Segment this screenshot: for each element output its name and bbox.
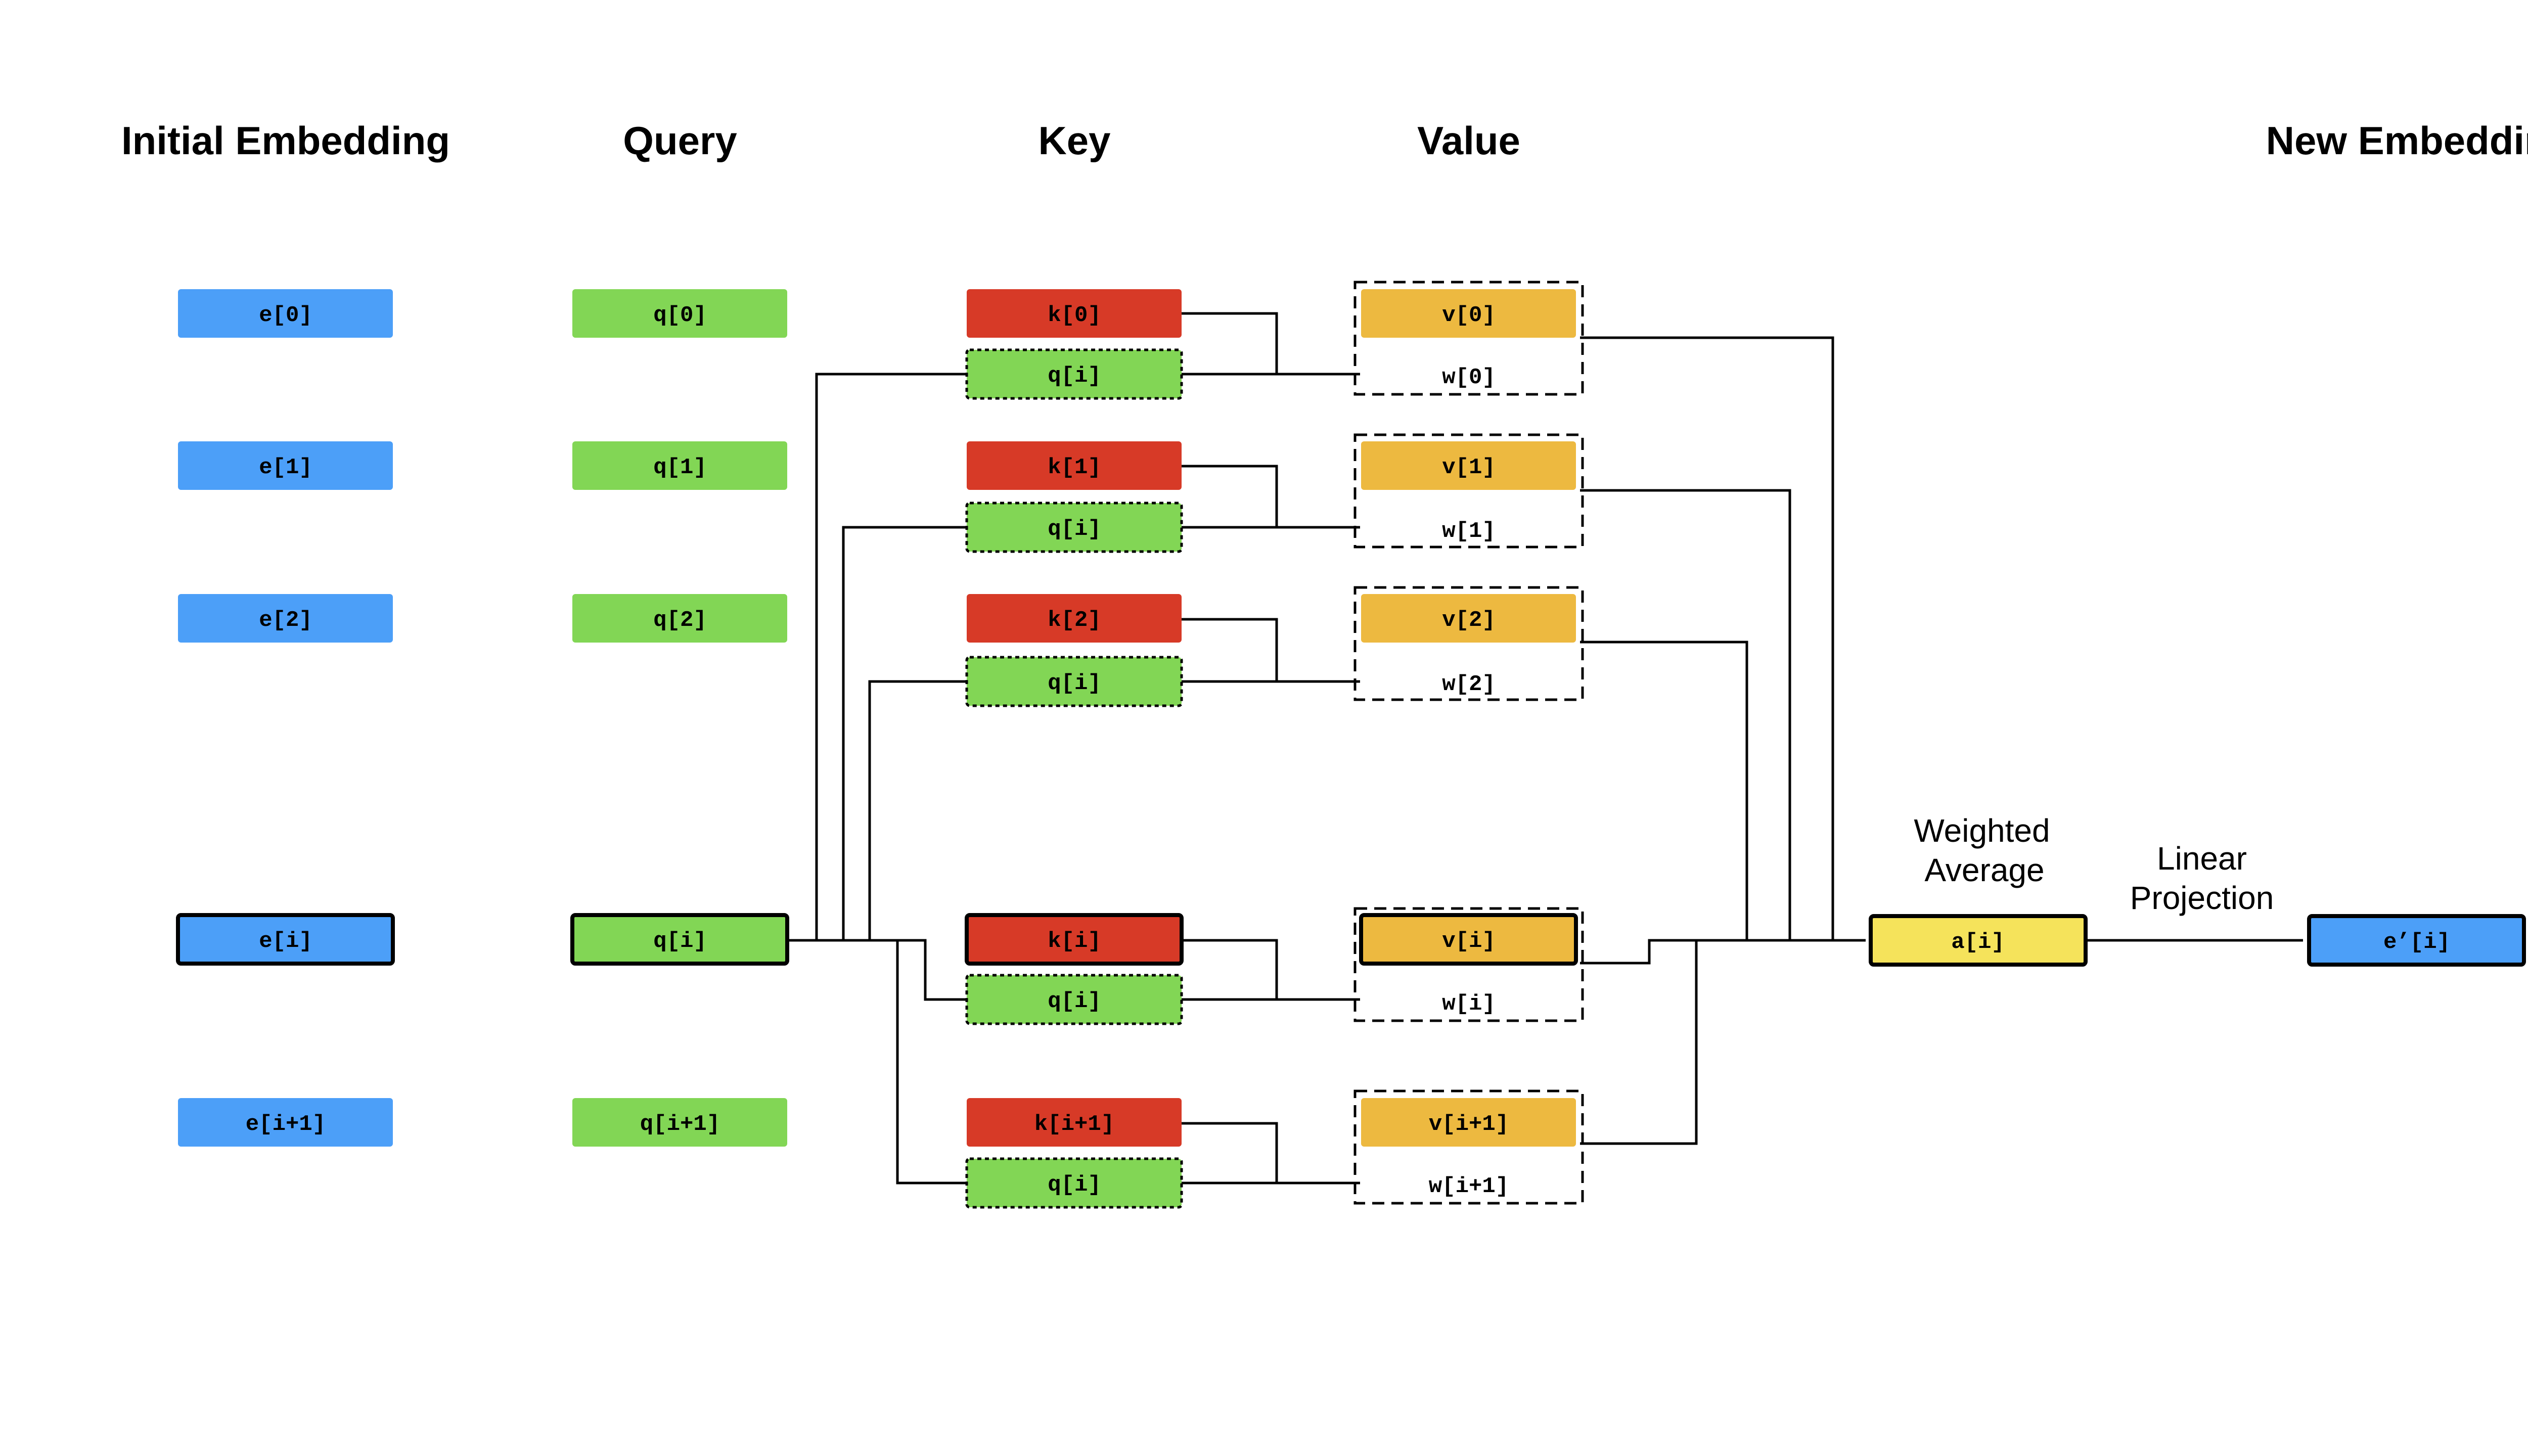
- key-query-copy-label-i: q[i]: [1048, 989, 1101, 1014]
- key-query-copy-box-1: [965, 502, 1183, 553]
- value-label-1: v[1]: [1442, 455, 1496, 480]
- value-group-1: [1353, 433, 1584, 549]
- key-label-2: k[2]: [1048, 608, 1101, 633]
- key-query-copy-box-i: [965, 974, 1183, 1025]
- weight-label-1: w[1]: [1442, 519, 1496, 544]
- value-group-0: [1353, 281, 1584, 396]
- value-box-i1: [1361, 1098, 1576, 1147]
- query-box-0: [572, 289, 787, 338]
- value-column: v[0] w[0] v[1] w[1] v[2] w[2] v[i] w[i] …: [1353, 281, 1584, 1205]
- value-box-1: [1361, 441, 1576, 490]
- wire-qi-to-row2: [868, 680, 966, 940]
- wire-ki-merge: [1181, 939, 1278, 999]
- value-label-i1: v[i+1]: [1429, 1112, 1509, 1137]
- value-box-2: [1361, 594, 1576, 643]
- value-label-2: v[2]: [1442, 608, 1496, 633]
- header-initial-embedding: Initial Embedding: [121, 118, 450, 163]
- value-group-2: [1353, 586, 1584, 701]
- average-box: [1869, 914, 2088, 967]
- wire-v2-to-average: [1580, 641, 1748, 940]
- query-column: q[0] q[1] q[2] q[i] q[i+1]: [570, 289, 789, 1147]
- weighted-label-line1: Weighted: [1914, 812, 2050, 849]
- wire-v0-to-average: [1580, 336, 1834, 940]
- value-label-0: v[0]: [1442, 303, 1496, 328]
- output-embedding-box: [2307, 914, 2526, 967]
- key-query-copy-label-2: q[i]: [1048, 671, 1101, 696]
- weight-label-i: w[i]: [1442, 991, 1496, 1017]
- key-box-i: [965, 913, 1184, 966]
- value-label-i: v[i]: [1442, 929, 1496, 954]
- wire-qi-to-row0: [815, 373, 966, 940]
- value-group-i: [1353, 907, 1584, 1022]
- key-query-copy-label-1: q[i]: [1048, 517, 1101, 542]
- query-fanout-wires: [786, 373, 966, 1185]
- query-box-1: [572, 441, 787, 490]
- linear-label-line2: Projection: [2130, 880, 2274, 916]
- query-label-0: q[0]: [653, 303, 707, 328]
- wire-vi-to-average: [1580, 939, 1747, 965]
- query-box-2: [572, 594, 787, 643]
- embedding-label-1: e[1]: [259, 455, 312, 480]
- header-query: Query: [623, 118, 737, 163]
- key-box-i1: [967, 1098, 1182, 1147]
- header-value: Value: [1417, 118, 1520, 163]
- key-query-copy-label-0: q[i]: [1048, 363, 1101, 389]
- wire-k1-merge: [1181, 465, 1278, 527]
- query-label-i1: q[i+1]: [640, 1112, 720, 1137]
- header-key: Key: [1038, 118, 1110, 163]
- weight-label-0: w[0]: [1442, 365, 1496, 390]
- wire-vi1-to-average: [1580, 940, 1698, 1145]
- header-new-embedding: New Embedding: [2266, 118, 2528, 163]
- weighted-label-line2: Average: [1924, 852, 2044, 888]
- value-box-i: [1359, 913, 1578, 966]
- wire-qi-to-rowi: [897, 939, 966, 1001]
- key-label-i1: k[i+1]: [1034, 1112, 1114, 1137]
- key-query-copy-box-0: [965, 348, 1183, 400]
- embedding-box-i: [176, 913, 395, 966]
- wire-v1-to-average: [1580, 489, 1791, 940]
- query-label-1: q[1]: [653, 455, 707, 480]
- embedding-box-2: [178, 594, 393, 643]
- wire-qi-to-row1: [842, 526, 966, 940]
- key-label-0: k[0]: [1048, 303, 1101, 328]
- value-to-average-wires: [1580, 336, 2303, 1145]
- initial-embedding-column: e[0] e[1] e[2] e[i] e[i+1]: [176, 289, 395, 1147]
- key-label-i: k[i]: [1048, 929, 1101, 954]
- embedding-box-0: [178, 289, 393, 338]
- embedding-label-i1: e[i+1]: [246, 1112, 326, 1137]
- embedding-label-i: e[i]: [259, 929, 312, 954]
- key-query-copy-label-i1: q[i]: [1048, 1172, 1101, 1198]
- key-box-1: [967, 441, 1182, 490]
- linear-label-line1: Linear: [2157, 840, 2247, 877]
- key-query-copy-box-2: [965, 656, 1183, 707]
- value-group-i1: [1353, 1089, 1584, 1205]
- key-box-0: [967, 289, 1182, 338]
- wire-qi-to-rowi1: [896, 940, 966, 1185]
- weight-label-i1: w[i+1]: [1429, 1174, 1509, 1199]
- value-box-0: [1361, 289, 1576, 338]
- weight-label-2: w[2]: [1442, 672, 1496, 697]
- embedding-box-i1: [178, 1098, 393, 1147]
- query-label-2: q[2]: [653, 608, 707, 633]
- query-box-i: [570, 913, 789, 966]
- average-label: a[i]: [1951, 930, 2005, 955]
- key-query-copy-box-i1: [965, 1157, 1183, 1209]
- key-query-wires: [1181, 312, 1360, 1185]
- output-embedding-label: e’[i]: [2383, 930, 2450, 955]
- wire-k2-merge: [1181, 618, 1278, 681]
- query-box-i1: [572, 1098, 787, 1147]
- key-column: k[0] q[i] k[1] q[i] k[2] q[i] k[i] q[i] …: [965, 289, 1184, 1209]
- query-label-i: q[i]: [653, 929, 707, 954]
- wire-ki1-merge: [1181, 1122, 1278, 1183]
- embedding-label-2: e[2]: [259, 608, 312, 633]
- key-label-1: k[1]: [1048, 455, 1101, 480]
- key-box-2: [967, 594, 1182, 643]
- embedding-box-1: [178, 441, 393, 490]
- wire-k0-merge: [1181, 312, 1278, 374]
- embedding-label-0: e[0]: [259, 303, 312, 328]
